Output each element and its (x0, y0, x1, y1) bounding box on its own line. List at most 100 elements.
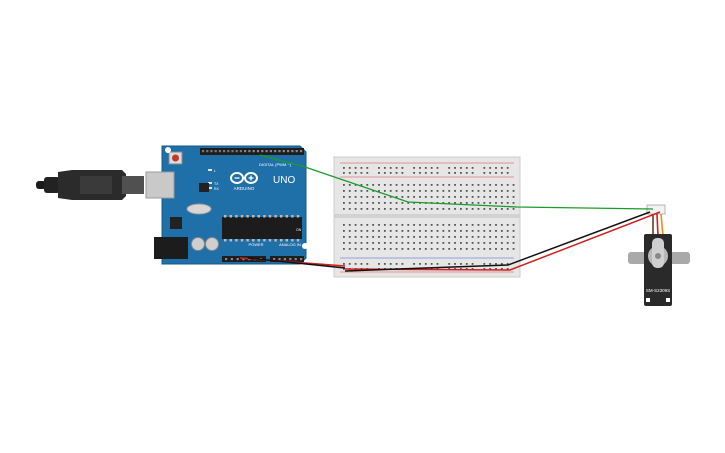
terminal-hole[interactable] (512, 184, 515, 186)
ground-wire[interactable] (344, 211, 651, 272)
rail-hole[interactable] (454, 263, 456, 265)
rail-hole[interactable] (354, 263, 357, 265)
terminal-hole[interactable] (471, 224, 474, 226)
terminal-hole[interactable] (465, 202, 468, 204)
terminal-hole[interactable] (343, 208, 345, 210)
terminal-hole[interactable] (407, 224, 410, 226)
terminal-hole[interactable] (378, 208, 380, 210)
terminal-hole[interactable] (489, 224, 492, 226)
rail-hole[interactable] (354, 167, 357, 169)
terminal-hole[interactable] (401, 242, 404, 244)
terminal-hole[interactable] (460, 248, 462, 250)
terminal-hole[interactable] (460, 242, 462, 244)
terminal-hole[interactable] (424, 208, 427, 210)
terminal-hole[interactable] (489, 196, 492, 198)
analog-pin[interactable] (300, 258, 303, 261)
terminal-hole[interactable] (448, 202, 451, 204)
rail-hole[interactable] (495, 268, 497, 270)
terminal-hole[interactable] (354, 196, 357, 198)
terminal-hole[interactable] (477, 202, 480, 204)
rail-hole[interactable] (483, 268, 486, 270)
terminal-hole[interactable] (395, 196, 398, 198)
terminal-hole[interactable] (489, 208, 492, 210)
terminal-hole[interactable] (348, 248, 351, 250)
rail-hole[interactable] (348, 167, 351, 169)
terminal-hole[interactable] (419, 236, 421, 238)
terminal-hole[interactable] (489, 190, 492, 192)
terminal-hole[interactable] (407, 202, 410, 204)
terminal-hole[interactable] (500, 224, 503, 226)
terminal-hole[interactable] (389, 208, 392, 210)
terminal-hole[interactable] (348, 242, 351, 244)
terminal-hole[interactable] (465, 248, 468, 250)
terminal-hole[interactable] (495, 184, 497, 186)
digital-pin[interactable] (291, 150, 294, 153)
terminal-hole[interactable] (395, 248, 398, 250)
terminal-hole[interactable] (407, 184, 410, 186)
terminal-hole[interactable] (465, 190, 468, 192)
rail-hole[interactable] (413, 263, 415, 265)
terminal-hole[interactable] (424, 230, 427, 232)
rail-hole[interactable] (348, 263, 351, 265)
rail-hole[interactable] (424, 167, 427, 169)
digital-pin[interactable] (274, 150, 277, 153)
rail-hole[interactable] (506, 172, 509, 174)
terminal-hole[interactable] (424, 196, 427, 198)
terminal-hole[interactable] (500, 184, 503, 186)
terminal-hole[interactable] (465, 230, 468, 232)
terminal-hole[interactable] (383, 184, 386, 186)
power-pin[interactable] (225, 258, 228, 261)
rail-hole[interactable] (436, 263, 439, 265)
rail-hole[interactable] (436, 172, 439, 174)
rail-hole[interactable] (401, 172, 404, 174)
terminal-hole[interactable] (372, 224, 375, 226)
terminal-hole[interactable] (512, 236, 515, 238)
rail-hole[interactable] (454, 268, 456, 270)
terminal-hole[interactable] (512, 230, 515, 232)
terminal-hole[interactable] (471, 208, 474, 210)
terminal-hole[interactable] (372, 230, 375, 232)
terminal-hole[interactable] (372, 236, 375, 238)
rail-hole[interactable] (343, 268, 345, 270)
terminal-hole[interactable] (460, 196, 462, 198)
digital-pin[interactable] (261, 150, 264, 153)
terminal-hole[interactable] (360, 242, 363, 244)
rail-hole[interactable] (454, 167, 456, 169)
terminal-hole[interactable] (460, 184, 462, 186)
terminal-hole[interactable] (500, 208, 503, 210)
terminal-hole[interactable] (401, 190, 404, 192)
terminal-hole[interactable] (343, 242, 345, 244)
terminal-hole[interactable] (378, 190, 380, 192)
terminal-hole[interactable] (471, 184, 474, 186)
terminal-hole[interactable] (424, 236, 427, 238)
terminal-hole[interactable] (372, 196, 375, 198)
terminal-hole[interactable] (389, 196, 392, 198)
terminal-hole[interactable] (495, 196, 497, 198)
terminal-hole[interactable] (343, 202, 345, 204)
terminal-hole[interactable] (489, 230, 492, 232)
terminal-hole[interactable] (483, 190, 486, 192)
terminal-hole[interactable] (506, 202, 509, 204)
terminal-hole[interactable] (495, 224, 497, 226)
terminal-hole[interactable] (442, 230, 445, 232)
terminal-hole[interactable] (495, 248, 497, 250)
terminal-hole[interactable] (366, 224, 369, 226)
terminal-hole[interactable] (378, 236, 380, 238)
rail-hole[interactable] (483, 263, 486, 265)
rail-hole[interactable] (500, 263, 503, 265)
terminal-hole[interactable] (413, 184, 415, 186)
rail-hole[interactable] (489, 263, 492, 265)
terminal-hole[interactable] (471, 242, 474, 244)
terminal-hole[interactable] (448, 230, 451, 232)
terminal-hole[interactable] (366, 190, 369, 192)
rail-hole[interactable] (460, 167, 462, 169)
terminal-hole[interactable] (442, 236, 445, 238)
terminal-hole[interactable] (506, 242, 509, 244)
header-pin[interactable] (214, 150, 217, 153)
terminal-hole[interactable] (471, 190, 474, 192)
terminal-hole[interactable] (354, 202, 357, 204)
header-pin[interactable] (210, 150, 213, 153)
terminal-hole[interactable] (436, 230, 439, 232)
terminal-hole[interactable] (454, 242, 456, 244)
rail-hole[interactable] (506, 263, 509, 265)
